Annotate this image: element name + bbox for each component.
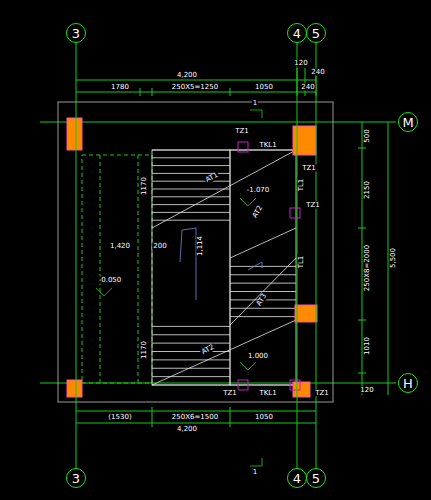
- dimension-text: 1170: [141, 340, 148, 360]
- axis-bubble: 5: [306, 23, 326, 43]
- dimension-text: 4,200: [176, 72, 198, 79]
- dimension-text: AT2: [251, 204, 265, 220]
- dimension-text: TZ1: [234, 128, 250, 135]
- columns: [67, 118, 317, 397]
- axis-label: M: [402, 116, 413, 129]
- dimension-text: 1,114: [197, 235, 204, 257]
- dimension-text: TZ1: [301, 165, 317, 172]
- dimension-text: 1: [252, 100, 258, 107]
- axis-bubble: 3: [66, 23, 86, 43]
- dimension-text: 1050: [254, 84, 274, 91]
- dimension-text: 120: [359, 387, 374, 394]
- axis-bubble: 3: [66, 468, 86, 488]
- building-outline: [58, 102, 333, 402]
- dimension-text: 250X6=1500: [171, 414, 219, 421]
- axis-line: [316, 43, 317, 468]
- dimension-text: 240: [300, 84, 315, 91]
- axis-label: 5: [312, 472, 320, 485]
- dimension-text: 5,500: [390, 247, 397, 269]
- dimension-text: 500: [364, 128, 371, 143]
- stair-columns: [238, 142, 300, 390]
- dimension-text: 250X8=2000: [364, 244, 371, 292]
- dimension-text: TL1: [298, 178, 305, 193]
- dimension-text: 1170: [141, 176, 148, 196]
- axis-label: H: [403, 377, 413, 390]
- landing-outline: [82, 155, 152, 383]
- beam-line: [138, 155, 139, 383]
- dimension-text: TZ1: [314, 390, 330, 397]
- axis-bubble: 4: [287, 23, 307, 43]
- stair-steps: [152, 158, 296, 377]
- dimension-text: TZ1: [305, 202, 321, 209]
- dimension-text: 1.000: [247, 353, 269, 360]
- axis-bubble: M: [398, 112, 418, 132]
- axis-label: 4: [293, 27, 301, 40]
- axis-label: 4: [293, 472, 301, 485]
- dimension-text: (1530): [107, 414, 132, 421]
- dimension-text: TL1: [298, 255, 305, 270]
- dimension-text: 2150: [364, 180, 371, 200]
- axis-bubble: H: [398, 373, 418, 393]
- dimension-text: 240: [310, 69, 325, 76]
- dimension-text: 1,420: [109, 243, 131, 250]
- beam-line: [100, 155, 101, 383]
- level-marks: [96, 110, 262, 466]
- dimension-text: 200: [152, 243, 167, 250]
- dimension-text: 120: [293, 60, 308, 67]
- dimension-text: 1010: [364, 336, 371, 356]
- dimension-text: 1780: [110, 84, 130, 91]
- axis-bubble: 4: [287, 468, 307, 488]
- dimension-text: -1.070: [246, 187, 271, 194]
- dimension-text: 1: [252, 469, 258, 476]
- dimension-text: TKL1: [258, 390, 277, 397]
- dimension-text: TKL1: [258, 142, 277, 149]
- axis-label: 3: [72, 472, 80, 485]
- stair-outline: [152, 150, 296, 385]
- axis-line: [76, 43, 77, 468]
- axis-label: 5: [312, 27, 320, 40]
- dimension-text: 250X5=1250: [171, 84, 219, 91]
- dimension-text: AT2: [200, 343, 217, 356]
- dimension-text: -0.050: [98, 277, 123, 284]
- dimension-text: 4,200: [176, 426, 198, 433]
- axis-label: 3: [72, 27, 80, 40]
- axis-bubble: 5: [306, 468, 326, 488]
- dimension-text: TZ1: [222, 390, 238, 397]
- dimension-text: 1050: [254, 414, 274, 421]
- walk-line: [180, 228, 262, 300]
- dimension-lines: [40, 68, 396, 427]
